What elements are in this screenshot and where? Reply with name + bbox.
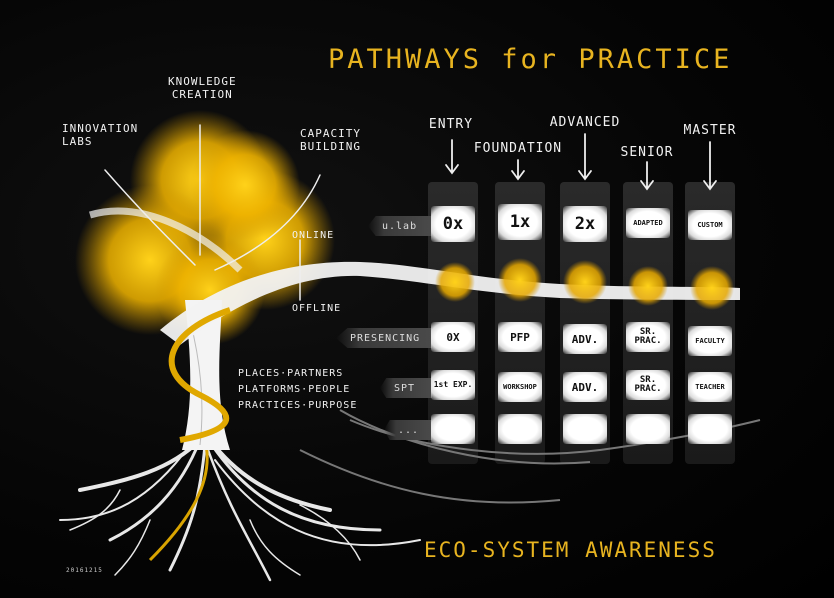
cell-more-senior: [626, 414, 670, 444]
branch-label-knowledge-line1: KNOWLEDGE: [168, 75, 237, 88]
row-tag-ulab: u.lab: [368, 216, 432, 236]
practice-list-item: PLATFORMS·PEOPLE: [238, 384, 351, 395]
page-title: PATHWAYS for PRACTICE: [328, 44, 733, 75]
cell-ulab-entry: 0x: [431, 206, 475, 242]
gold-ribbon: [168, 307, 231, 443]
cell-spt-senior: SR. PRAC.: [626, 370, 670, 400]
credit-mark: 20161215: [66, 567, 103, 574]
arrow-entry: [445, 139, 459, 175]
arrow-advanced: [578, 133, 592, 181]
cell-presencing-entry: 0X: [431, 322, 475, 352]
label-online: ONLINE: [292, 230, 335, 241]
branch-label-capacity-building: CAPACITY BUILDING: [300, 127, 361, 153]
arrow-master: [703, 141, 717, 191]
branch-label-capacity-line2: BUILDING: [300, 139, 361, 153]
cell-more-advanced: [563, 414, 607, 444]
cell-more-foundation: [498, 414, 542, 444]
column-header-senior: SENIOR: [620, 145, 674, 160]
band-beads: [435, 258, 734, 310]
branch-label-knowledge-line2: CREATION: [171, 87, 233, 101]
column-header-entry: ENTRY: [428, 117, 474, 132]
cell-presencing-senior: SR. PRAC.: [626, 322, 670, 352]
row-tag-more: ...: [384, 420, 432, 440]
practice-list-item: PLACES·PARTNERS: [238, 368, 344, 379]
cell-ulab-advanced: 2x: [563, 206, 607, 242]
cell-spt-entry: 1st EXP.: [431, 370, 475, 400]
branch-label-innovation-line1: INNOVATION: [62, 122, 139, 135]
branch-label-knowledge-creation: KNOWLEDGE CREATION: [168, 75, 237, 101]
label-offline: OFFLINE: [292, 303, 342, 314]
branch-lines: [104, 124, 321, 301]
cell-ulab-senior: ADAPTED: [626, 208, 670, 238]
arrow-foundation: [511, 159, 525, 181]
cell-spt-advanced: ADV.: [563, 372, 607, 402]
cell-spt-foundation: WORKSHOP: [498, 372, 542, 402]
cell-presencing-foundation: PFP: [498, 322, 542, 352]
cell-more-entry: [431, 414, 475, 444]
row-tag-spt: SPT: [380, 378, 432, 398]
branch-label-capacity-line1: CAPACITY: [300, 127, 361, 140]
cell-ulab-master: CUSTOM: [688, 210, 732, 240]
practice-list: PLACES·PARTNERS PLATFORMS·PEOPLE PRACTIC…: [238, 366, 357, 414]
branch-label-innovation-labs: INNOVATION LABS: [62, 122, 139, 148]
cell-spt-master: TEACHER: [688, 372, 732, 402]
cell-ulab-foundation: 1x: [498, 204, 542, 240]
footer-title: ECO-SYSTEM AWARENESS: [424, 538, 717, 562]
cell-presencing-master: FACULTY: [688, 326, 732, 356]
column-header-master: MASTER: [683, 123, 737, 138]
practice-list-item: PRACTICES·PURPOSE: [238, 400, 358, 411]
cell-presencing-advanced: ADV.: [563, 324, 607, 354]
tree-roots: [59, 438, 421, 582]
gold-root: [148, 439, 209, 562]
column-header-advanced: ADVANCED: [549, 115, 621, 130]
column-arrows: [445, 133, 717, 191]
row-tag-presencing: PRESENCING: [336, 328, 432, 348]
cell-more-master: [688, 414, 732, 444]
branch-label-innovation-line2: LABS: [62, 134, 93, 148]
arrow-senior: [640, 161, 654, 191]
column-header-foundation: FOUNDATION: [473, 141, 563, 156]
